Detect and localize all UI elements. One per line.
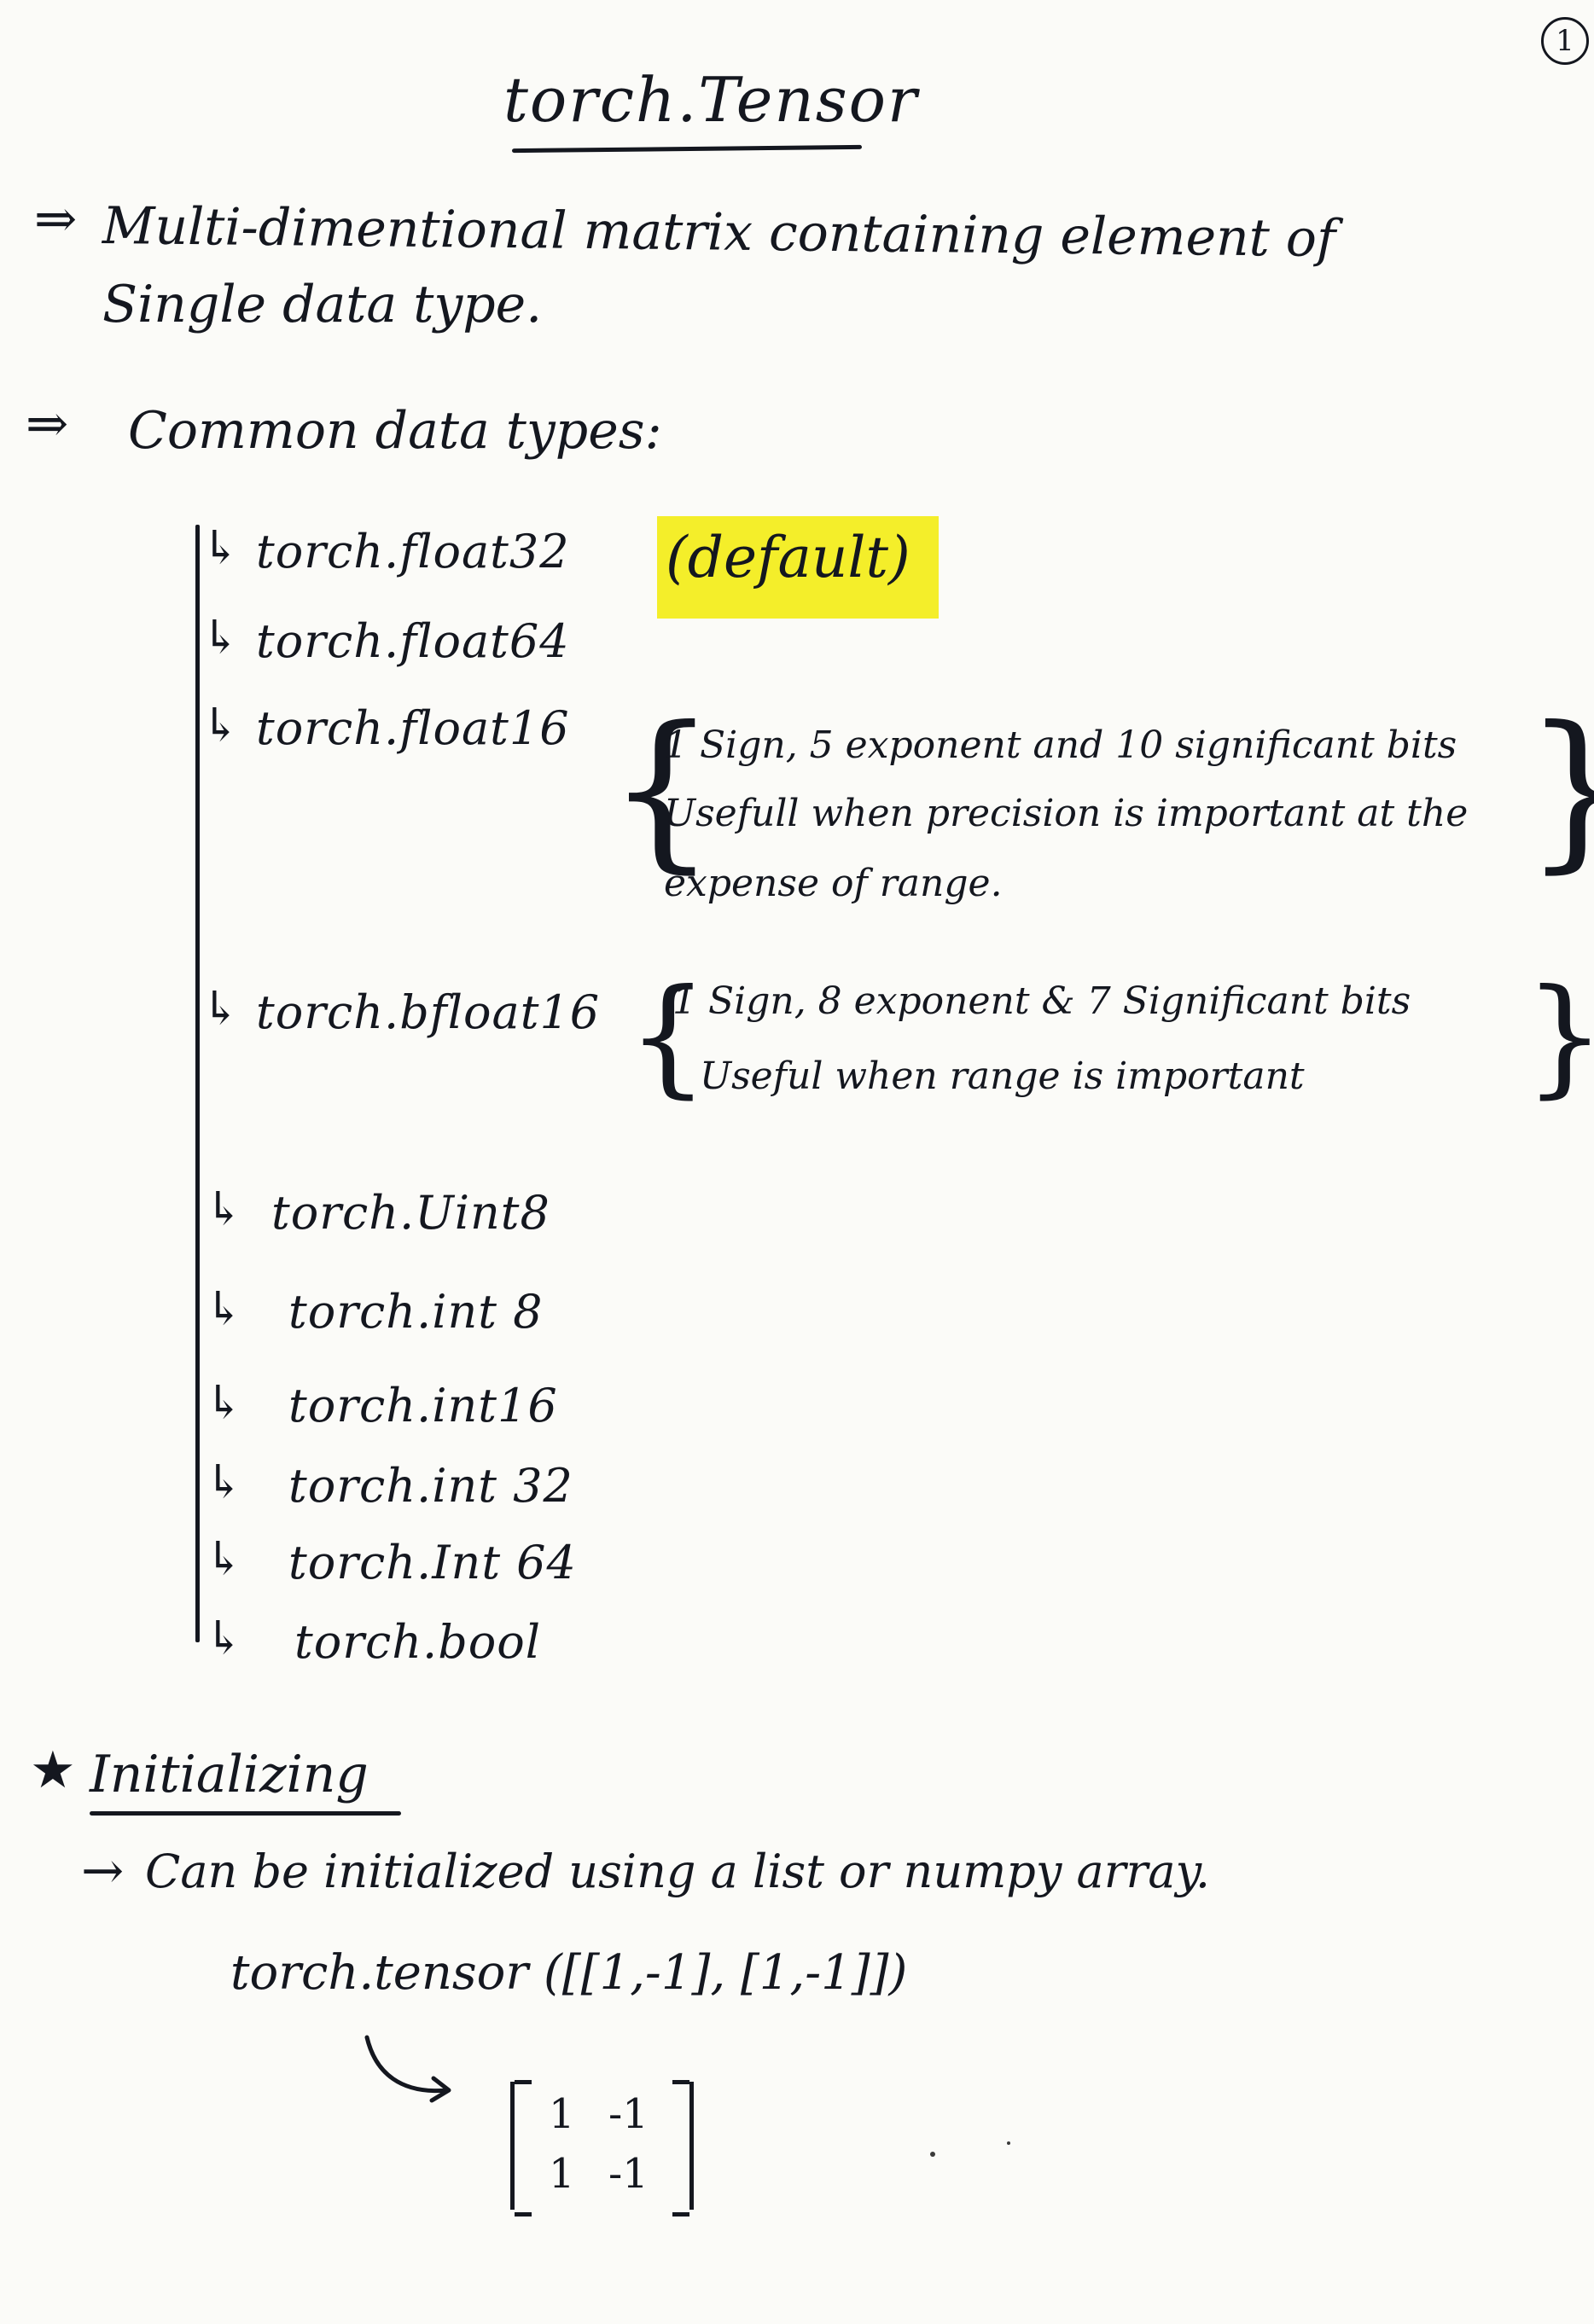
- intro-bullet-icon: ⇒: [34, 189, 78, 249]
- bfloat16-note-1: 1 Sign, 8 exponent & 7 Significant bits: [672, 979, 1411, 1023]
- ink-speck: [1007, 2141, 1010, 2145]
- float16-note-1: 1 Sign, 5 exponent and 10 significant bi…: [664, 723, 1457, 767]
- arrow-icon: ↳: [205, 1375, 245, 1429]
- arrow-icon: ↳: [205, 1455, 245, 1508]
- dtype-int8: torch.int 8: [288, 1285, 544, 1339]
- initializing-underline: [90, 1811, 401, 1816]
- arrow-icon: →: [81, 1841, 125, 1901]
- arrow-icon: ↳: [205, 1611, 245, 1665]
- arrow-icon: ↳: [201, 520, 241, 574]
- arrow-icon: ↳: [205, 1281, 245, 1335]
- dtype-bool: torch.bool: [294, 1615, 542, 1669]
- dtype-bfloat16: torch.bfloat16: [256, 985, 601, 1039]
- default-tag: (default): [666, 525, 910, 590]
- matrix-cell: 1: [549, 2090, 575, 2138]
- bfloat16-note-2: Useful when range is important: [700, 1055, 1305, 1098]
- matrix-cell: -1: [608, 2150, 649, 2198]
- dtype-float64: torch.float64: [256, 614, 570, 668]
- left-brace-icon: {: [608, 690, 717, 889]
- dtype-int64: torch.Int 64: [288, 1536, 577, 1589]
- matrix-cell: -1: [608, 2090, 649, 2138]
- right-brace-icon: }: [1524, 973, 1594, 1101]
- dtype-float32: torch.float32: [256, 525, 570, 578]
- arrow-icon: ↳: [205, 1182, 245, 1235]
- intro-line-1: Multi-dimentional matrix containing elem…: [102, 196, 1336, 270]
- float16-note-3: expense of range.: [664, 862, 1003, 905]
- common-bullet-icon: ⇒: [26, 394, 69, 454]
- dtype-float16: torch.float16: [256, 701, 570, 755]
- matrix-cell: 1: [549, 2150, 575, 2198]
- arrow-icon: ↳: [201, 698, 241, 752]
- title-underline: [511, 144, 863, 154]
- intro-line-2: Single data type.: [102, 275, 543, 334]
- arrow-icon: ↳: [201, 610, 241, 664]
- left-brace-icon: {: [627, 962, 709, 1111]
- dtype-uint8: torch.Uint8: [271, 1186, 550, 1240]
- curved-arrow-icon: [364, 2035, 451, 2103]
- page-title: torch.Tensor: [503, 64, 919, 136]
- star-icon: ★: [30, 1740, 76, 1800]
- ink-speck: [930, 2152, 935, 2157]
- result-matrix: 1 -1 1 -1: [510, 2080, 694, 2217]
- right-brace-icon: }: [1524, 705, 1594, 875]
- default-highlight: [657, 516, 939, 619]
- common-heading: Common data types:: [128, 401, 662, 461]
- float16-note-2: Usefull when precision is important at t…: [664, 792, 1469, 835]
- dtype-tree-line: [195, 525, 200, 1642]
- tensor-code: torch.tensor ([[1,-1], [1,-1]]): [230, 1945, 908, 2001]
- page-number: 1: [1541, 17, 1589, 65]
- initializing-heading: Initializing: [90, 1745, 369, 1804]
- dtype-int32: torch.int 32: [288, 1459, 573, 1513]
- arrow-icon: ↳: [201, 981, 241, 1035]
- arrow-icon: ↳: [205, 1531, 245, 1585]
- dtype-int16: torch.int16: [288, 1379, 558, 1432]
- initializing-description: Can be initialized using a list or numpy…: [145, 1845, 1211, 1898]
